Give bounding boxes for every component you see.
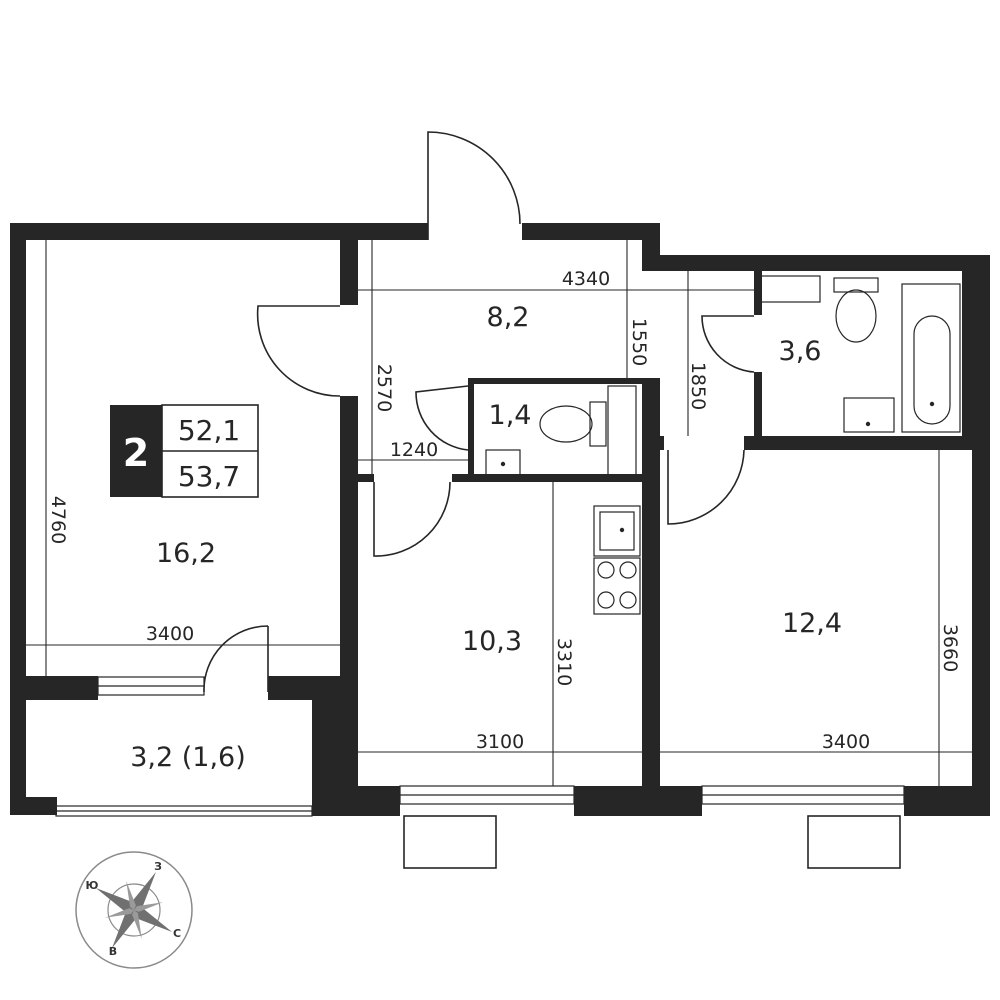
compass-west: Ю — [86, 879, 99, 892]
badge-area-living: 52,1 — [178, 414, 240, 447]
area-balcony: 3,2 (1,6) — [130, 742, 246, 773]
dim-hall-depth: 1550 — [628, 318, 650, 366]
dim-kitchen-width: 3100 — [476, 731, 524, 753]
dim-hall-height: 2570 — [373, 364, 395, 412]
doors — [203, 131, 755, 693]
windows — [55, 676, 905, 869]
badge-area-total: 53,7 — [178, 460, 240, 493]
compass-east: С — [173, 927, 181, 940]
area-hall: 8,2 — [487, 302, 530, 333]
area-room-right: 12,4 — [782, 608, 842, 639]
dim-wc-width: 1240 — [390, 439, 438, 461]
dim-bath-height: 1850 — [687, 362, 709, 410]
area-kitchen: 10,3 — [462, 626, 522, 657]
dim-left-width: 3400 — [146, 623, 194, 645]
area-wc: 1,4 — [489, 400, 532, 431]
area-room-left: 16,2 — [156, 538, 216, 569]
compass-south: В — [109, 945, 117, 958]
dim-right-width: 3400 — [822, 731, 870, 753]
dim-kitchen-height: 3310 — [553, 638, 575, 686]
walls — [10, 223, 990, 816]
compass-north: З — [154, 860, 162, 873]
badge-rooms: 2 — [123, 431, 149, 475]
fixtures — [485, 275, 961, 615]
dim-left-height: 4760 — [47, 496, 69, 544]
dimension-lines — [26, 240, 972, 786]
compass-rose: З Ю В С — [75, 851, 193, 969]
dim-right-height: 3660 — [939, 624, 961, 672]
area-bathroom: 3,6 — [779, 336, 822, 367]
dim-hall-length: 4340 — [562, 268, 610, 290]
apartment-badge: 2 52,1 53,7 — [110, 404, 259, 498]
